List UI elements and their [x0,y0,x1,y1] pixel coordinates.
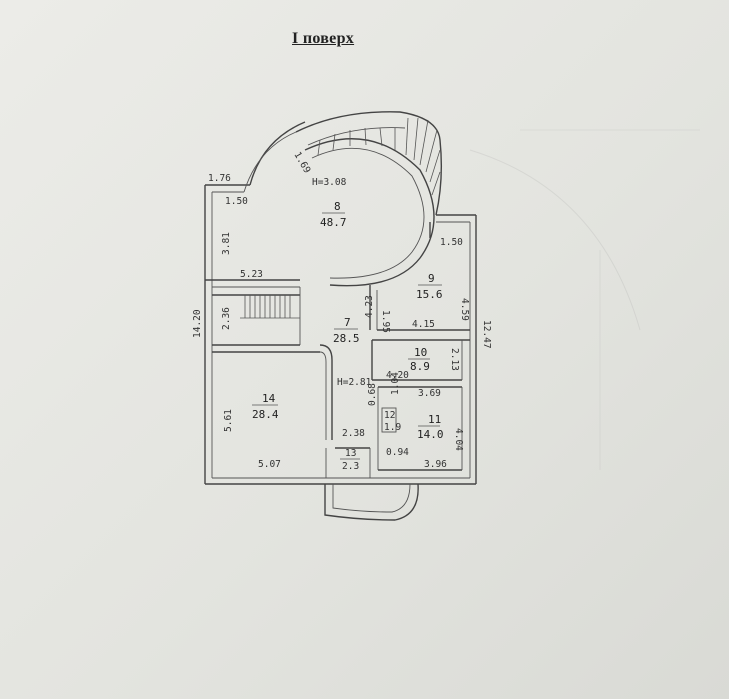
room-area: 14.0 [417,428,444,441]
page-title: I поверх [292,30,355,47]
room-12: 12 1.9 [384,410,401,433]
room-area: 28.4 [252,408,279,421]
dim-label: 5.07 [258,459,281,470]
dim-label: 1.69 [291,150,312,176]
room-area: 28.5 [333,332,360,345]
dim-label: 2.38 [342,428,365,439]
dim-label: 0.94 [386,447,409,458]
room-number: 10 [414,346,427,359]
room-number: 11 [428,413,441,426]
room-11: 11 14.0 [417,413,444,441]
room-area: 48.7 [320,216,347,229]
dim-label: 5.23 [240,269,263,280]
dim-label: 1.04 [390,372,401,395]
room-14: 14 28.4 [252,392,279,421]
room-number: 7 [344,316,351,329]
dim-label: 4.04 [453,428,464,451]
dim-label: 1.95 [380,310,391,333]
room-area: 15.6 [416,288,443,301]
dim-label: 0.68 [367,383,378,406]
room-number: 9 [428,272,435,285]
room-area: 1.9 [384,422,401,433]
dim-label: 1.50 [440,237,463,248]
room-13: 13 2.3 [340,448,360,472]
dim-label: 2.36 [221,307,232,330]
dim-label: 4.59 [459,298,470,321]
dim-label: H=3.08 [312,177,347,188]
bleed-through-lines [469,129,700,470]
dim-label: 2.13 [449,348,460,371]
dim-label: 12.47 [481,320,492,349]
dim-label: 4.20 [386,370,409,381]
room-area: 2.3 [342,461,359,472]
dim-label: 5.61 [223,409,234,432]
dim-label: 1.76 [208,173,231,184]
dim-label: 3.81 [221,232,232,255]
room-8: 8 48.7 [320,200,347,229]
spiral-stair-treads [317,117,441,196]
room-9: 9 15.6 [416,272,443,301]
outer-walls [204,111,477,485]
room-number: 13 [345,448,356,459]
room-area: 8.9 [410,360,430,373]
dim-label: 4.15 [412,319,435,330]
dim-label: H=2.81 [337,377,372,388]
dim-label: 4.23 [364,295,375,318]
dim-label: 14.20 [192,309,203,338]
dim-label: 3.69 [418,388,441,399]
room-number: 8 [334,200,341,213]
room-7: 7 28.5 [333,316,360,345]
room-number: 12 [384,410,395,421]
interior-walls [205,222,470,521]
dim-label: 1.50 [225,196,248,207]
dim-label: 3.96 [424,459,447,470]
dimension-labels: 1.76 1.69 H=3.08 1.50 3.81 5.23 1.50 4.5… [192,150,492,470]
room-number: 14 [262,392,276,405]
room-10: 10 8.9 [408,346,430,373]
